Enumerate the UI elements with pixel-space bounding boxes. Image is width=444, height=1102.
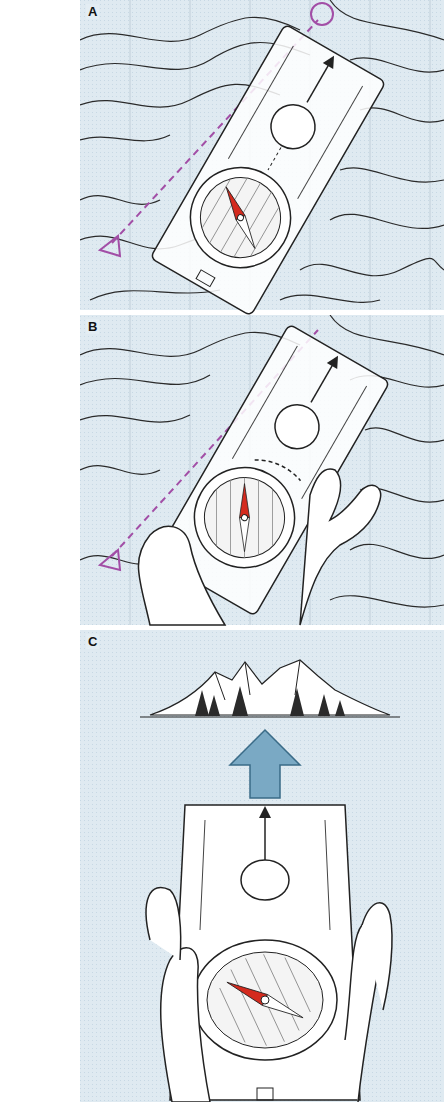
panel-letter: B [86, 319, 99, 334]
hand [138, 469, 380, 625]
mountain [140, 660, 400, 717]
panel-letter: C [86, 634, 99, 649]
hand [146, 887, 392, 1102]
scene-panel [80, 630, 444, 1102]
map-panel [80, 315, 444, 625]
compass-baseplate [150, 24, 385, 316]
contour-lines [80, 315, 444, 625]
panel-letter: A [86, 4, 99, 19]
direction-arrow [230, 730, 300, 798]
